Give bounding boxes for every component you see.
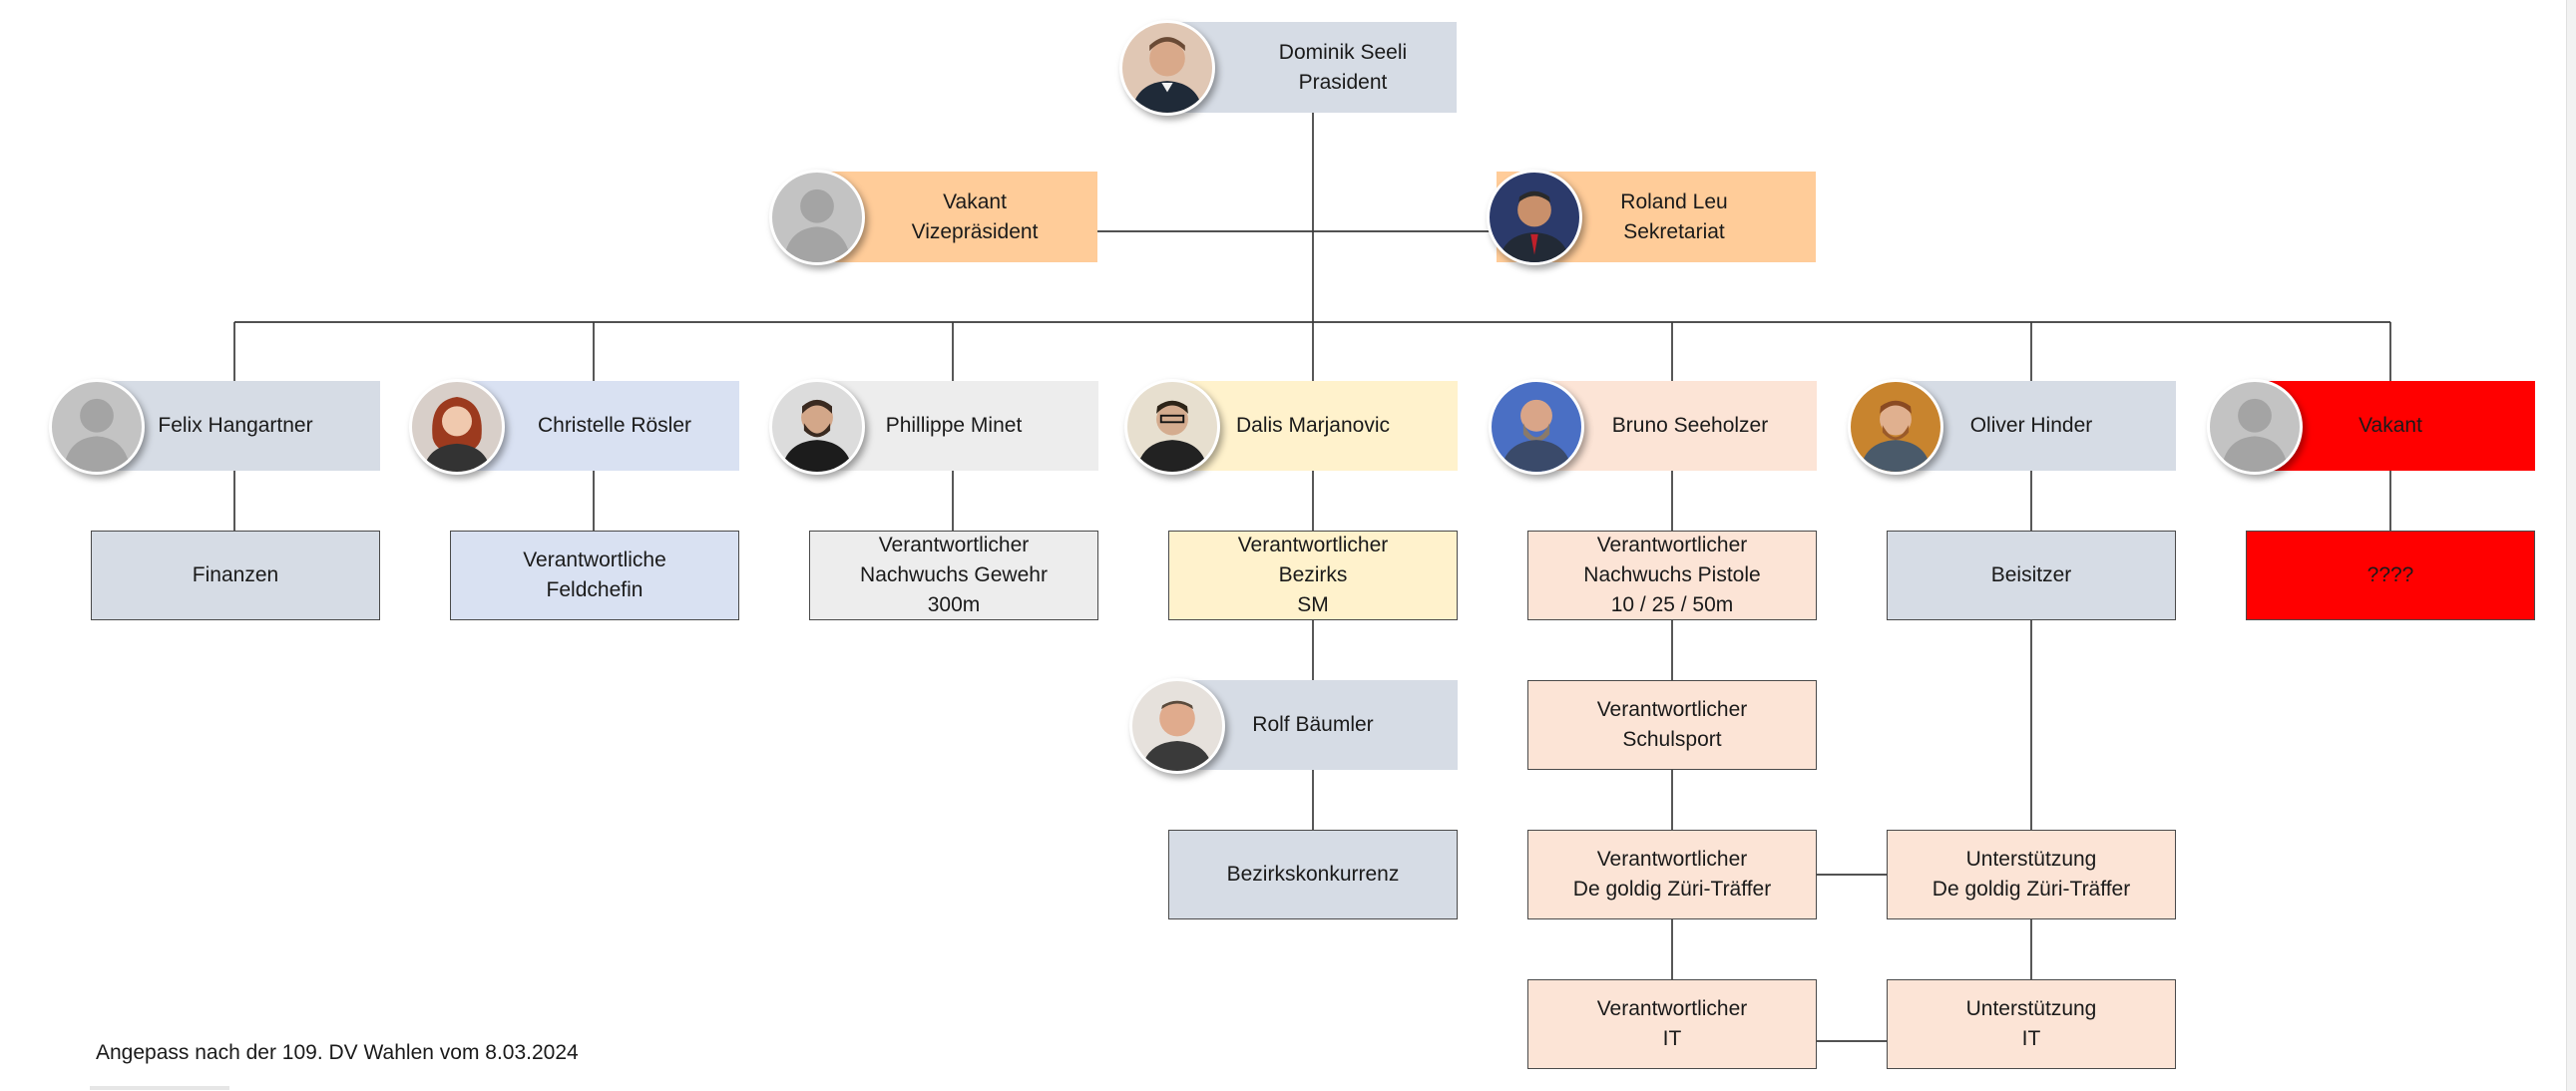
person-silhouette-icon <box>769 170 865 265</box>
role-nachwuchs-gewehr: Verantwortlicher Nachwuchs Gewehr 300m <box>809 531 1098 620</box>
person-photo-icon <box>1848 379 1943 475</box>
person-photo-icon <box>1119 20 1215 116</box>
person-name: Roland Leu <box>1620 189 1728 213</box>
person-name: Felix Hangartner <box>158 414 313 437</box>
person-photo-icon <box>1487 170 1582 265</box>
person-photo-icon <box>1489 379 1584 475</box>
role-bezirkskonkurrenz: Bezirkskonkurrenz <box>1168 830 1458 919</box>
person-photo-icon <box>1124 379 1220 475</box>
role-support-goldig: Unterstützung De goldig Züri-Träffer <box>1887 830 2176 919</box>
role-feldchefin: Verantwortliche Feldchefin <box>450 531 739 620</box>
role-beisitzer: Beisitzer <box>1887 531 2176 620</box>
role-support-it: Unterstützung IT <box>1887 979 2176 1069</box>
role-schulsport: Verantwortlicher Schulsport <box>1527 680 1817 770</box>
person-name: Bruno Seeholzer <box>1611 414 1769 437</box>
person-name: Rolf Bäumler <box>1252 713 1374 736</box>
footer-note: Angepass nach der 109. DV Wahlen vom 8.0… <box>96 1041 579 1064</box>
person-silhouette-icon <box>2207 379 2303 475</box>
person-silhouette-icon <box>49 379 145 475</box>
role-it: Verantwortlicher IT <box>1527 979 1817 1069</box>
role-finanzen: Finanzen <box>91 531 380 620</box>
person-name: Phillippe Minet <box>885 414 1023 437</box>
person-name: Oliver Hinder <box>1969 414 2093 437</box>
scrollbar[interactable] <box>2566 0 2576 1091</box>
person-photo-icon <box>1129 678 1225 774</box>
person-role: Sekretariat <box>1623 219 1725 243</box>
oliver-box: Oliver Hinder <box>1887 381 2176 471</box>
role-bezirks-sm: Verantwortlicher Bezirks SM <box>1168 531 1458 620</box>
footer-divider <box>90 1086 229 1090</box>
role-nachwuchs-pistole: Verantwortlicher Nachwuchs Pistole 10 / … <box>1527 531 1817 620</box>
person-name: Vakant <box>943 189 1007 213</box>
person-role: Prasident <box>1298 70 1388 94</box>
role-unknown: ???? <box>2246 531 2535 620</box>
person-name: Vakant <box>2359 414 2422 437</box>
person-photo-icon <box>409 379 505 475</box>
person-photo-icon <box>769 379 865 475</box>
person-role: Vizepräsident <box>911 219 1039 243</box>
person-name: Dominik Seeli <box>1278 40 1408 64</box>
person-name: Christelle Rösler <box>537 414 692 437</box>
role-goldig: Verantwortlicher De goldig Züri-Träffer <box>1527 830 1817 919</box>
person-name: Dalis Marjanovic <box>1235 414 1391 437</box>
